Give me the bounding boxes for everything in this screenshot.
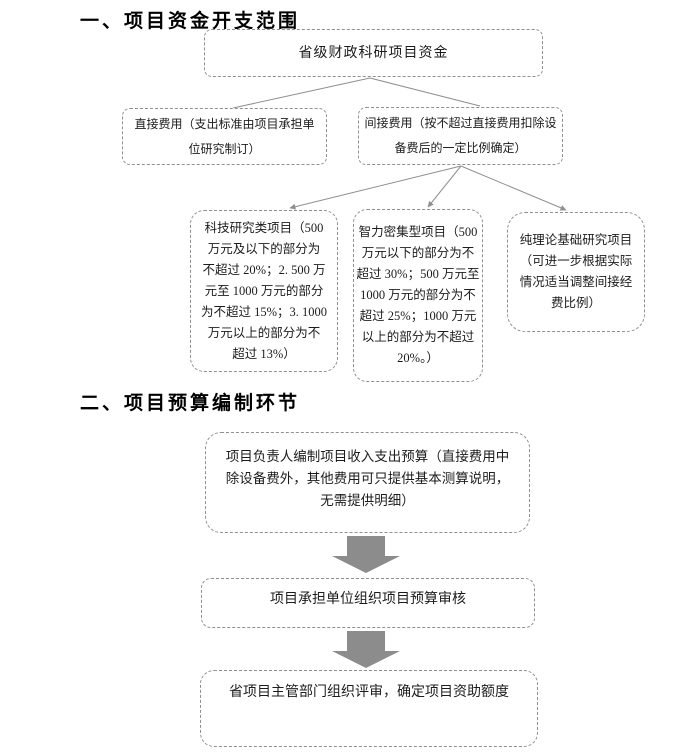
connector-indirect-to-pure [460,165,567,211]
step1-budget-compilation-box: 项目负责人编制项目收入支出预算（直接费用中 除设备费外，其他费用可只提供基本测算… [205,432,530,533]
tech-research-project-box: 科技研究类项目（500 万元及以下的部分为 不超过 20%；2. 500 万 元… [190,210,338,372]
section2-heading: 二、项目预算编制环节 [80,393,301,414]
down-block-arrow-icon [332,536,400,573]
step2-unit-review-box: 项目承担单位组织项目预算审核 [201,578,535,628]
connector-indirect-to-tech [289,165,462,210]
pure-theory-project-box: 纯理论基础研究项目 （可进一步根据实际 情况适当调整间接经 费比例） [507,212,645,332]
direct-cost-box: 直接费用（支出标准由项目承担单 位研究制订） [122,108,327,165]
indirect-cost-box: 间接费用（按不超过直接费用扣除设 备费后的一定比例确定） [358,107,563,165]
connector-root-to-indirect [369,77,481,107]
section1-heading: 一、项目资金开支范围 [80,11,301,32]
connector-root-to-direct [232,77,371,109]
root-fund-box: 省级财政科研项目资金 [204,29,543,77]
connector-indirect-to-intensive [427,165,462,208]
intellect-intensive-project-box: 智力密集型项目（500 万元以下的部分为不 超过 30%；500 万元至 100… [353,209,483,382]
down-block-arrow-icon [332,631,400,668]
step3-department-evaluation-box: 省项目主管部门组织评审，确定项目资助额度 [200,670,538,747]
